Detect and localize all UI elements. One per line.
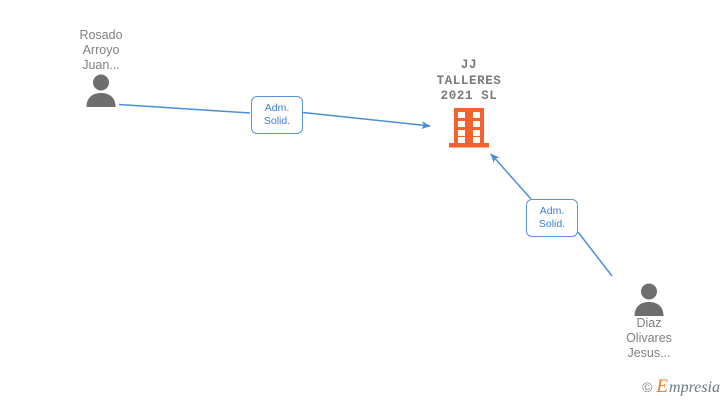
node-company-jj-talleres[interactable]: JJ TALLERES 2021 SL bbox=[389, 58, 549, 149]
edge-line-diaz-to-label bbox=[577, 231, 613, 277]
node-person-diaz[interactable]: Diaz Olivares Jesus... bbox=[589, 282, 709, 361]
edge-line-label-to-company-2 bbox=[490, 153, 532, 200]
copyright-symbol: © bbox=[642, 379, 653, 395]
node-person-rosado[interactable]: Rosado Arroyo Juan... bbox=[41, 28, 161, 107]
person-silhouette-icon bbox=[634, 283, 664, 316]
person-silhouette-icon bbox=[86, 74, 116, 107]
empresia-watermark: © E mpresia bbox=[642, 377, 720, 396]
company-name-label: JJ TALLERES 2021 SL bbox=[436, 58, 502, 103]
empresia-logo-initial: E bbox=[656, 376, 669, 397]
edge-label-adm-solid-rosado[interactable]: Adm. Solid. bbox=[251, 96, 303, 134]
empresia-logo-text: mpresia bbox=[669, 379, 720, 396]
person-diaz-label: Diaz Olivares Jesus... bbox=[626, 316, 672, 360]
edge-label-adm-solid-diaz[interactable]: Adm. Solid. bbox=[526, 199, 578, 237]
office-building-icon bbox=[449, 107, 489, 147]
person-rosado-label: Rosado Arroyo Juan... bbox=[79, 28, 123, 72]
